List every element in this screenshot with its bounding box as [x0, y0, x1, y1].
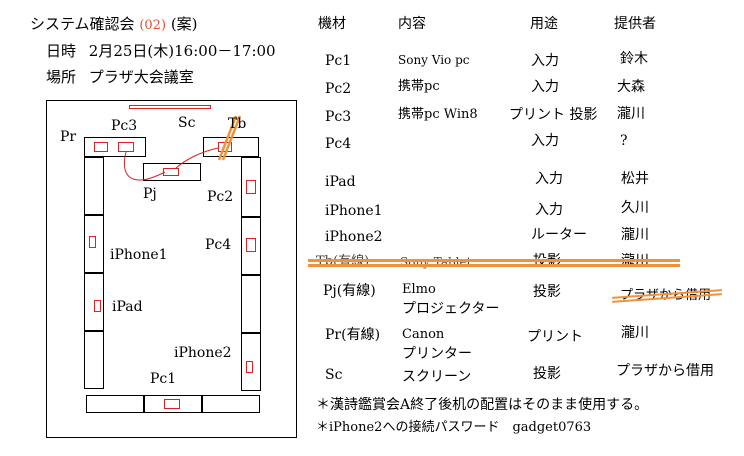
title-draft: (案): [170, 15, 198, 33]
cell-provider: 鈴木: [620, 51, 648, 67]
device-pc2: [246, 180, 256, 194]
desk-right-1: [241, 157, 261, 217]
cell-equip: iPhone1: [325, 203, 383, 219]
cell-use: 入力: [535, 171, 563, 187]
strike-line: [308, 264, 680, 267]
desk-bottom-3: [202, 395, 260, 413]
header-equip: 機材: [318, 16, 346, 32]
label-pj: Pj: [143, 186, 157, 202]
desk-right-2: [241, 217, 261, 275]
cell-equip: iPad: [325, 174, 356, 190]
label-pc2: Pc2: [207, 189, 234, 205]
cell-equip: Pc3: [325, 109, 352, 125]
place-line: 場所 プラザ大会議室: [46, 70, 194, 85]
note-layout: ＊漢詩鑑賞会A終了後机の配置はそのまま使用する。: [316, 397, 649, 413]
title-number: (02): [139, 18, 167, 33]
device-pc3: [118, 142, 134, 152]
cell-equip: Pj(有線): [323, 283, 376, 299]
cell-provider: 松井: [621, 171, 649, 187]
device-iphone2: [246, 361, 253, 373]
place-label: 場所: [46, 68, 77, 86]
cell-content-2: プリンター: [402, 346, 472, 362]
cell-equip: Pc2: [325, 81, 352, 97]
device-pr: [94, 142, 108, 152]
cell-use: 入力: [535, 202, 563, 218]
cell-content: Sony Vio pc: [398, 53, 470, 67]
cell-provider: プラザから借用: [616, 363, 714, 379]
device-ipad: [94, 300, 101, 312]
label-iphone2: iPhone2: [174, 345, 232, 361]
cell-use: 入力: [531, 53, 559, 69]
cell-use: 入力: [531, 79, 559, 95]
cell-equip: iPhone2: [325, 229, 383, 245]
label-pc4: Pc4: [205, 237, 232, 253]
date-value: 2月25日(木)16:00－17:00: [88, 42, 276, 60]
date-label: 日時: [46, 42, 77, 60]
cell-use: 投影: [533, 366, 561, 382]
cell-content: 携帯pc Win8: [398, 107, 478, 122]
room-outline: [46, 100, 297, 438]
cell-use: プリント 投影: [509, 107, 598, 123]
label-pc1: Pc1: [150, 371, 177, 387]
cell-provider: 大森: [617, 79, 645, 95]
cell-provider: 瀧川: [621, 227, 649, 243]
header-content: 内容: [398, 16, 426, 32]
label-pr: Pr: [60, 129, 77, 145]
cell-provider: 瀧川: [621, 325, 649, 341]
desk-left-4: [84, 331, 104, 389]
place-value: プラザ大会議室: [88, 68, 194, 86]
desk-right-4: [241, 333, 261, 391]
desk-left-2: [84, 215, 104, 273]
desk-right-3: [241, 275, 261, 333]
cell-provider: ?: [620, 133, 628, 149]
header-use: 用途: [530, 16, 558, 32]
desk-bottom-1: [86, 395, 144, 413]
screen-bar: [129, 105, 211, 109]
header-provider: 提供者: [614, 16, 656, 32]
cell-content: Canon: [402, 327, 445, 342]
cell-equip: Pc1: [325, 53, 352, 69]
device-iphone1: [89, 236, 96, 248]
cell-content: 携帯pc: [398, 79, 440, 94]
desk-pc1: [144, 395, 202, 413]
device-pc4: [246, 238, 256, 252]
label-sc: Sc: [178, 115, 196, 131]
cell-equip: Pr(有線): [325, 327, 381, 343]
device-pj: [163, 168, 179, 176]
cell-use: プリント: [527, 329, 583, 345]
desk-left-1: [84, 157, 104, 215]
cell-use: 投影: [533, 284, 561, 300]
cell-use: 入力: [531, 133, 559, 149]
cell-provider: 瀧川: [617, 106, 645, 122]
desk-pj: [143, 163, 201, 181]
doc-title: システム確認会 (02) (案): [30, 15, 198, 33]
label-iphone1: iPhone1: [110, 247, 168, 263]
title-text: システム確認会: [30, 15, 135, 33]
cell-content: Elmo: [402, 282, 436, 297]
cell-equip: Pc4: [325, 136, 352, 152]
strike-line: [308, 259, 680, 262]
cell-equip: Sc: [325, 367, 343, 383]
label-ipad: iPad: [112, 299, 143, 315]
label-pc3: Pc3: [111, 118, 138, 134]
label-tb: Tb: [228, 116, 247, 132]
date-line: 日時 2月25日(木)16:00－17:00: [46, 44, 276, 59]
device-pc1: [164, 399, 180, 409]
cell-provider: 久川: [621, 200, 649, 216]
note-password: ＊iPhone2への接続パスワード gadget0763: [316, 420, 592, 435]
cell-content: スクリーン: [402, 369, 472, 385]
cell-content-2: プロジェクター: [402, 301, 500, 317]
cell-use: ルーター: [531, 227, 587, 243]
